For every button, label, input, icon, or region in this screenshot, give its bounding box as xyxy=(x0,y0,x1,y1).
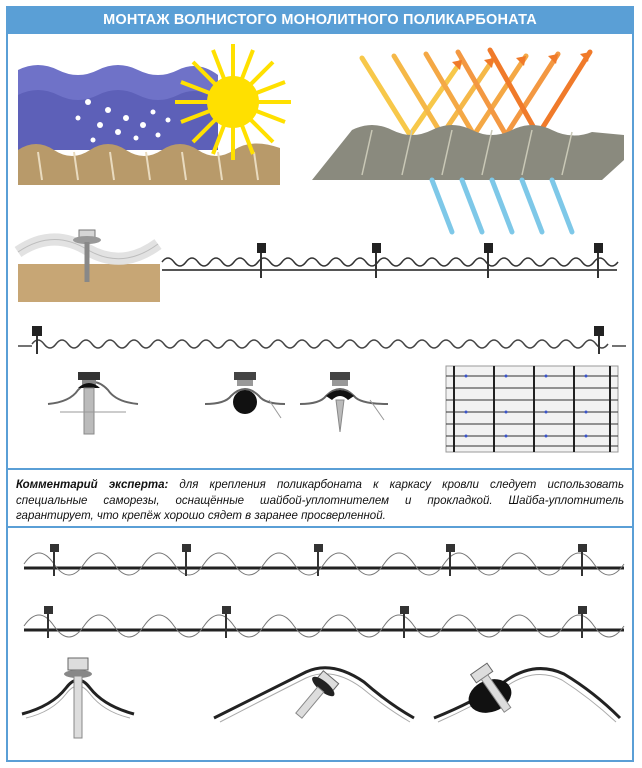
screw-icon xyxy=(257,243,603,253)
sun-icon xyxy=(175,44,291,160)
expert-comment-text: для крепления поликарбоната к каркасу кр… xyxy=(16,479,624,522)
fastener-detail-3 xyxy=(299,372,389,433)
roof-structure-cross-section xyxy=(445,365,619,453)
fastening-scheme-every-third-wave xyxy=(23,606,625,638)
expert-comment: Комментарий эксперта: для крепления поли… xyxy=(6,468,634,528)
fastening-scheme-every-second-wave xyxy=(23,544,625,576)
screw-on-wave-closeup xyxy=(14,229,162,302)
sheet-fastening-profile-2 xyxy=(18,326,626,354)
sheet-fastening-profile-1 xyxy=(161,243,619,278)
sun-over-sheet-illustration xyxy=(18,44,291,185)
light-reflection-illustration xyxy=(312,47,624,235)
overtightened-screw-detail xyxy=(433,662,622,723)
fastener-detail-1 xyxy=(47,372,139,435)
page-title: МОНТАЖ ВОЛНИСТОГО МОНОЛИТНОГО ПОЛИКАРБОН… xyxy=(6,6,634,34)
tilted-screw-detail xyxy=(213,666,415,723)
correct-screw-position-detail xyxy=(21,657,135,739)
fastener-detail-2 xyxy=(204,372,286,419)
expert-comment-label: Комментарий эксперта: xyxy=(16,479,169,491)
